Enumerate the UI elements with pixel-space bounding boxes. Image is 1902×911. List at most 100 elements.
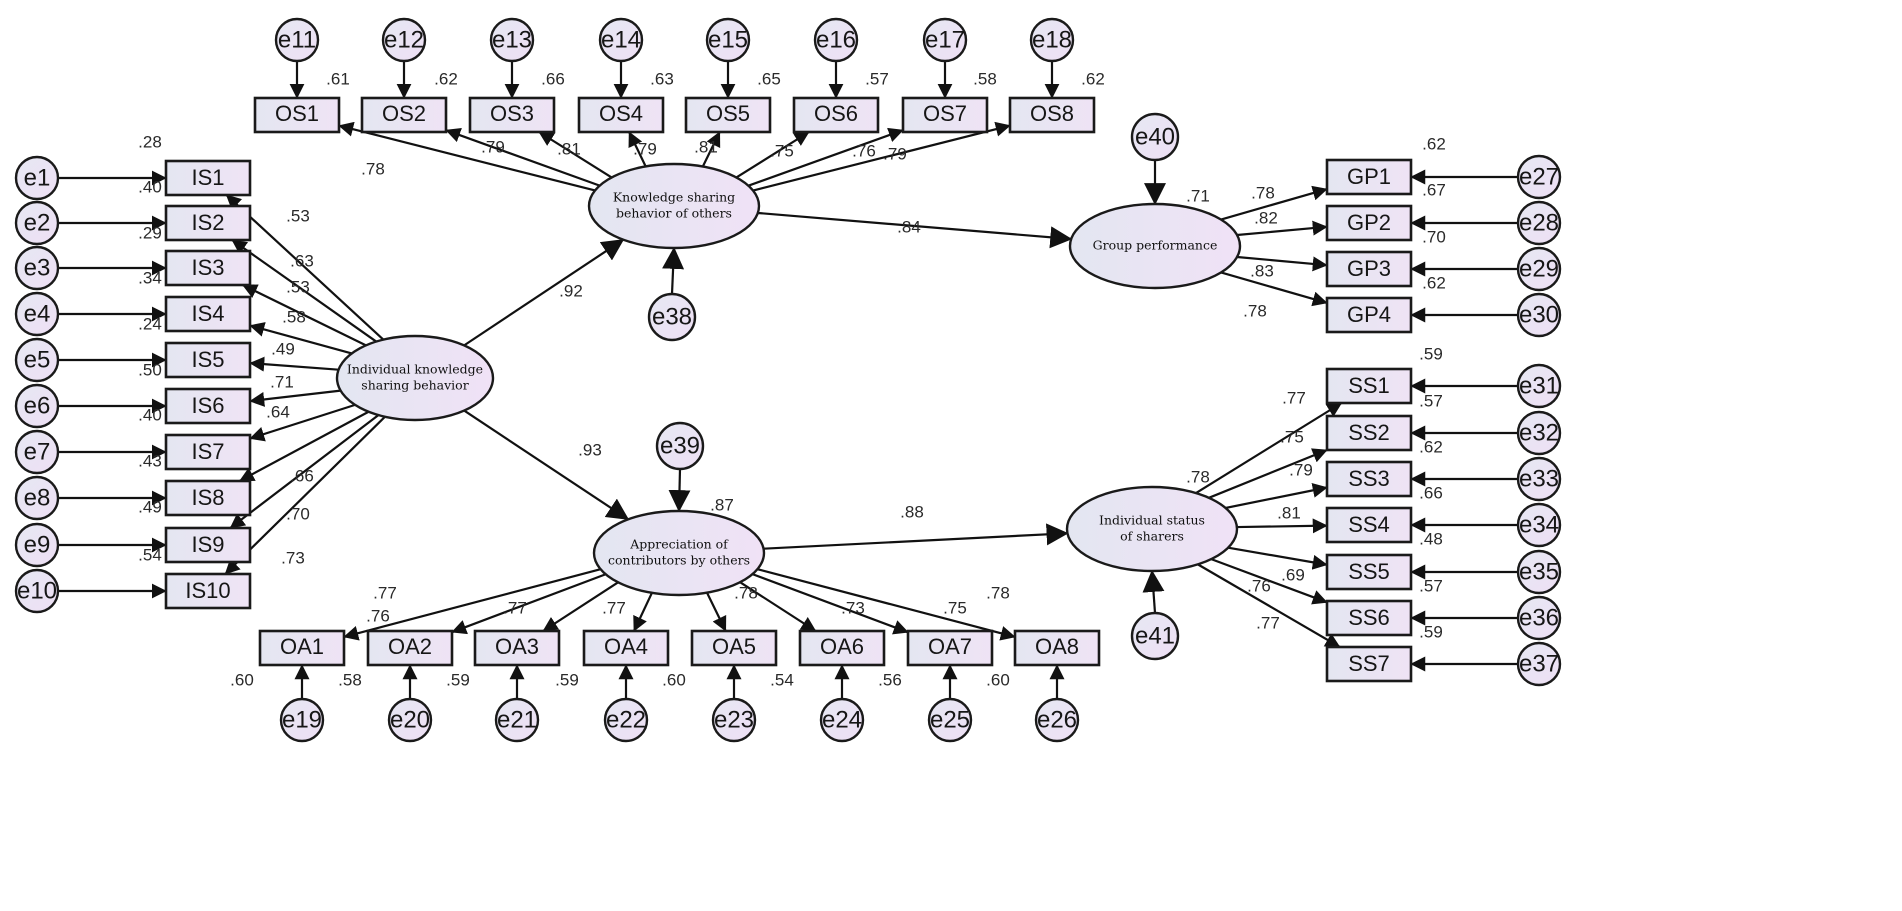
loading-SS4-value: .81 [1277, 503, 1301, 522]
disturbance-e40 [1130, 112, 1180, 162]
error-e32 [1516, 410, 1562, 456]
loading-SS5-value: .69 [1281, 565, 1305, 584]
r2-OA6: .54 [770, 670, 794, 689]
indicator-OA3 [473, 629, 561, 667]
loading-IS4 [249, 322, 353, 355]
loading-IS5 [249, 356, 339, 372]
error-e5 [14, 337, 60, 383]
latent-gp-r2: .71 [1186, 186, 1210, 205]
indicator-SS1-label: SS1 [1348, 373, 1390, 398]
error-e12-label: e12 [384, 26, 424, 53]
disturbance-e38 [647, 292, 697, 342]
error-e20 [387, 697, 433, 743]
r2-OA1: .60 [230, 670, 254, 689]
error-e35 [1516, 549, 1562, 595]
loading-IS3-value: .53 [286, 277, 310, 296]
error-e2-label: e2 [24, 209, 51, 236]
loading-IS5-value: .49 [271, 339, 295, 358]
indicator-OS5-label: OS5 [706, 101, 750, 126]
error-e10 [14, 568, 60, 614]
loading-IS4-value: .58 [282, 307, 306, 326]
indicator-SS7-label: SS7 [1348, 651, 1390, 676]
disturbance-e38-label: e38 [652, 303, 692, 330]
error-e6 [14, 383, 60, 429]
r2-IS5: .24 [138, 314, 162, 333]
error-e26 [1034, 697, 1080, 743]
r2-OA5: .60 [662, 670, 686, 689]
latent-iss [1065, 485, 1239, 573]
r2-GP2: .67 [1422, 180, 1446, 199]
r2-OA4: .59 [555, 670, 579, 689]
indicator-IS1-label: IS1 [191, 165, 224, 190]
indicator-GP3-label: GP3 [1347, 256, 1391, 281]
error-e23 [711, 697, 757, 743]
error-e2 [14, 200, 60, 246]
loading-IS8-value: .66 [290, 466, 314, 485]
loading-OA1 [343, 568, 601, 641]
indicator-OA7-label: OA7 [928, 634, 972, 659]
error-e17-label: e17 [925, 26, 965, 53]
error-e3-label: e3 [24, 254, 51, 281]
r2-OS6: .57 [865, 69, 889, 88]
indicator-IS3-label: IS3 [191, 255, 224, 280]
r2-IS3: .29 [138, 223, 162, 242]
indicator-OA4 [582, 629, 670, 667]
indicator-OA4-label: OA4 [604, 634, 648, 659]
loading-IS2 [231, 239, 377, 343]
indicator-IS8 [164, 479, 252, 517]
indicator-SS2 [1325, 414, 1413, 452]
loading-OA6-value: .73 [841, 598, 865, 617]
loading-OS2-value: .79 [481, 137, 505, 156]
latent-iks [335, 334, 495, 422]
indicator-OS7-label: OS7 [923, 101, 967, 126]
loading-OA4-value: .77 [602, 598, 626, 617]
error-e31-label: e31 [1519, 372, 1559, 399]
indicator-IS2 [164, 204, 252, 242]
indicator-IS4-label: IS4 [191, 301, 224, 326]
indicator-GP4 [1325, 296, 1413, 334]
loading-IS9-value: .70 [286, 504, 310, 523]
r2-OS7: .58 [973, 69, 997, 88]
indicator-OA3-label: OA3 [495, 634, 539, 659]
error-e11 [274, 17, 320, 63]
loading-OA4 [632, 592, 653, 632]
loading-IS10 [224, 415, 386, 575]
indicator-SS6 [1325, 599, 1413, 637]
indicator-OA7 [906, 629, 994, 667]
r2-OA7: .56 [878, 670, 902, 689]
loading-SS7 [1197, 563, 1341, 648]
error-e5-label: e5 [24, 346, 51, 373]
error-e8 [14, 475, 60, 521]
error-e22-label: e22 [606, 706, 646, 733]
indicator-OA8 [1013, 629, 1101, 667]
indicator-IS5-label: IS5 [191, 347, 224, 372]
indicator-GP2 [1325, 204, 1413, 242]
indicator-OS8-label: OS8 [1030, 101, 1074, 126]
loading-GP4 [1220, 271, 1328, 307]
r2-OS8: .62 [1081, 69, 1105, 88]
r2-GP1: .62 [1422, 134, 1446, 153]
r2-SS7: .59 [1419, 622, 1443, 641]
indicator-OS6-label: OS6 [814, 101, 858, 126]
loading-OS5-value: .81 [694, 137, 718, 156]
loading-OA3-value: .77 [503, 598, 527, 617]
loading-GP4-value: .78 [1243, 301, 1267, 320]
loading-OA1-value: .77 [373, 583, 397, 602]
error-e36 [1516, 595, 1562, 641]
loading-IS1 [225, 194, 385, 341]
loading-IS10-value: .73 [281, 548, 305, 567]
loading-OS7-value: .76 [852, 141, 876, 160]
indicator-OA2 [366, 629, 454, 667]
latent-ksbo-label: Knowledge sharing [613, 190, 735, 205]
loading-SS4 [1236, 518, 1328, 534]
error-e28-label: e28 [1519, 209, 1559, 236]
latent-gp [1068, 202, 1242, 290]
error-e15 [705, 17, 751, 63]
r2-OA3: .59 [446, 670, 470, 689]
error-e35-label: e35 [1519, 558, 1559, 585]
disturbance-e41-label: e41 [1135, 622, 1175, 649]
disturbance-e38-arrow [662, 246, 685, 295]
r2-OS3: .66 [541, 69, 565, 88]
r2-IS1: .28 [138, 132, 162, 151]
error-e9 [14, 522, 60, 568]
